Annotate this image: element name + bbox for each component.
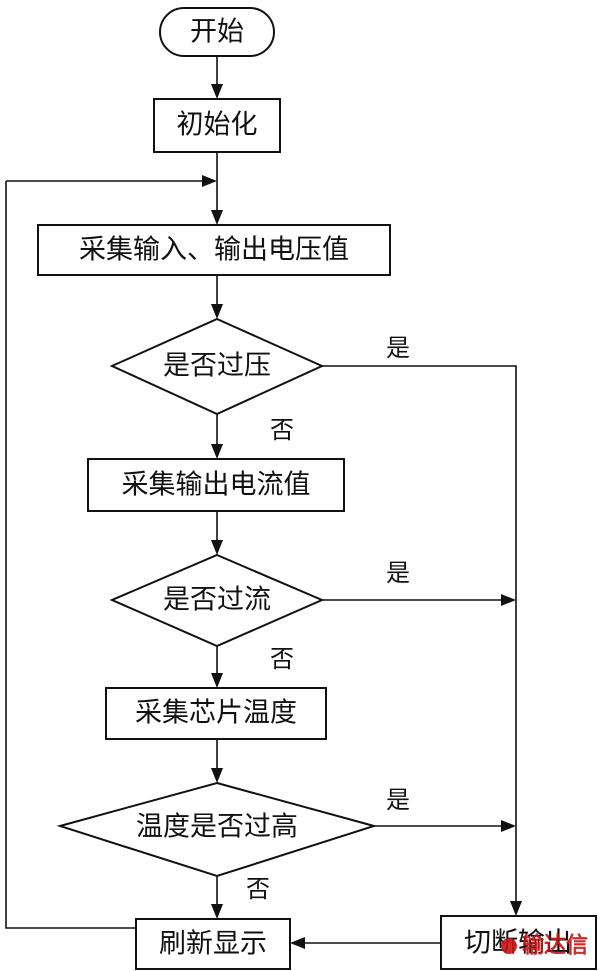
overcurrent-label: 是否过流	[163, 585, 271, 616]
cut-output-node: 切断输出	[440, 915, 597, 970]
overcurrent-yes-label: 是	[386, 559, 410, 587]
overcurrent-no-label: 否	[270, 645, 294, 673]
edge-loop-left	[5, 181, 136, 929]
sample-temperature-node: 采集芯片温度	[105, 687, 327, 740]
arrow-head	[211, 304, 223, 319]
arrow-head	[211, 444, 223, 459]
start-label: 开始	[190, 17, 244, 48]
sample-temperature-label: 采集芯片温度	[135, 698, 297, 729]
sample-current-node: 采集输出电流值	[87, 458, 345, 512]
refresh-display-node: 刷新显示	[135, 918, 291, 970]
arrow-head	[211, 540, 223, 555]
sample-current-label: 采集输出电流值	[122, 470, 311, 501]
overtemperature-yes-label: 是	[386, 786, 410, 814]
arrow-head	[211, 768, 223, 783]
arrow-head	[501, 594, 516, 606]
init-node: 初始化	[153, 98, 281, 153]
overtemperature-label: 温度是否过高	[136, 812, 298, 843]
arrow-head	[211, 673, 223, 688]
overtemperature-no-label: 否	[246, 875, 270, 903]
refresh-display-label: 刷新显示	[159, 929, 267, 960]
overvoltage-yes-label: 是	[386, 334, 410, 362]
cut-output-label: 切断输出	[464, 928, 572, 959]
arrow-head	[202, 175, 217, 187]
sample-voltage-node: 采集输入、输出电压值	[37, 224, 391, 276]
start-node: 开始	[159, 7, 275, 57]
watermark-text: 输达信	[522, 933, 588, 959]
init-label: 初始化	[177, 110, 258, 141]
overcurrent-decision: 是否过流	[109, 553, 325, 648]
arrow-head	[501, 820, 516, 832]
overvoltage-decision: 是否过压	[109, 317, 325, 416]
arrow-head	[211, 904, 223, 919]
arrow-head	[290, 937, 305, 949]
arrow-head	[211, 84, 223, 99]
sample-voltage-label: 采集输入、输出电压值	[79, 235, 349, 266]
edge-overvoltage-yes	[322, 365, 517, 907]
overtemperature-decision: 温度是否过高	[56, 781, 378, 878]
watermark-logo-icon	[501, 938, 517, 954]
connectors	[5, 56, 522, 949]
overvoltage-label: 是否过压	[163, 351, 271, 382]
overvoltage-no-label: 否	[270, 416, 294, 444]
arrow-head	[510, 901, 522, 916]
watermark: 输达信	[501, 933, 588, 959]
arrow-head	[211, 210, 223, 225]
